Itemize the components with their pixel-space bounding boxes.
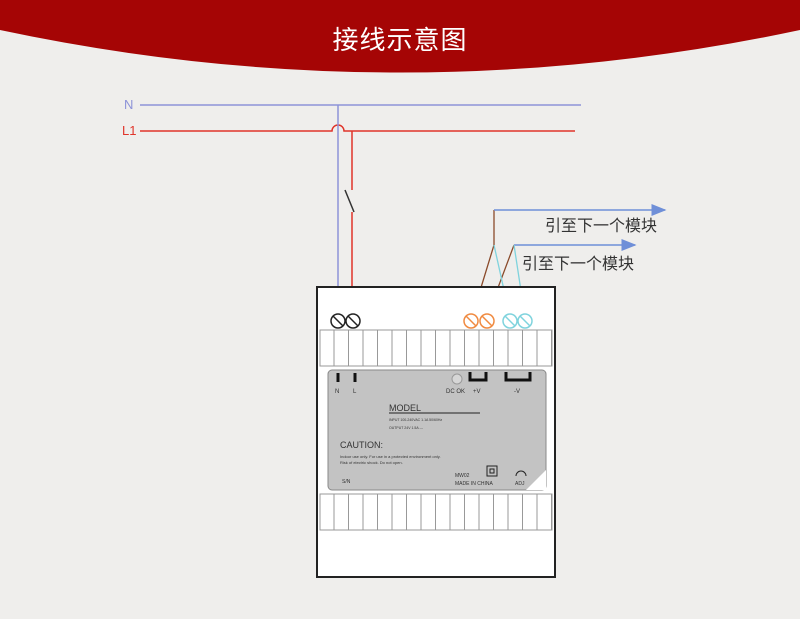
power-supply-module: N L DC OK +V -V MODEL INPUT 100-240VAC 1… bbox=[316, 286, 556, 578]
output-rating: OUTPUT 24V 1.5A --- bbox=[389, 426, 424, 430]
label-panel bbox=[327, 369, 547, 491]
serial-label: S/N bbox=[342, 479, 351, 485]
screw-slot-icon bbox=[347, 315, 359, 327]
double-insulation-icon bbox=[486, 465, 498, 477]
caution-line-1: Indoor use only. For use in a protected … bbox=[340, 454, 441, 459]
screw-slot-icon bbox=[481, 315, 493, 327]
page-title: 接线示意图 bbox=[332, 26, 468, 56]
terminal-label-l: L bbox=[353, 389, 357, 395]
adj-knob-icon bbox=[515, 470, 527, 477]
next-module-label-2: 引至下一个模块 bbox=[522, 254, 634, 273]
neutral-label: N bbox=[124, 97, 133, 112]
live-label: L1 bbox=[122, 123, 136, 138]
screw-slot-icon bbox=[465, 315, 477, 327]
model-label: MODEL bbox=[389, 403, 421, 413]
switch-icon bbox=[344, 189, 355, 213]
screw-slot-icon bbox=[504, 315, 516, 327]
terminal-label-dcok: DC OK bbox=[446, 389, 465, 395]
terminal-label-nv: -V bbox=[514, 389, 520, 395]
live-line bbox=[140, 124, 575, 132]
caution-label: CAUTION: bbox=[340, 440, 383, 450]
screw-slot-icon bbox=[332, 315, 344, 327]
terminal-label-pv: +V bbox=[473, 389, 481, 395]
header-banner bbox=[0, 0, 800, 73]
next-module-label-1: 引至下一个模块 bbox=[545, 216, 657, 235]
caution-line-2: Risk of electric shock. Do not open. bbox=[340, 460, 403, 465]
made-in-label: MADE IN CHINA bbox=[455, 481, 493, 487]
terminal-label-n: N bbox=[335, 389, 339, 395]
adj-label: ADJ bbox=[515, 481, 525, 487]
screw-slot-icon bbox=[519, 315, 531, 327]
dc-ok-led bbox=[451, 373, 463, 385]
input-rating: INPUT 100-240VAC 1.1A 50/60Hz bbox=[389, 418, 442, 422]
device-code: MW02 bbox=[455, 473, 470, 479]
